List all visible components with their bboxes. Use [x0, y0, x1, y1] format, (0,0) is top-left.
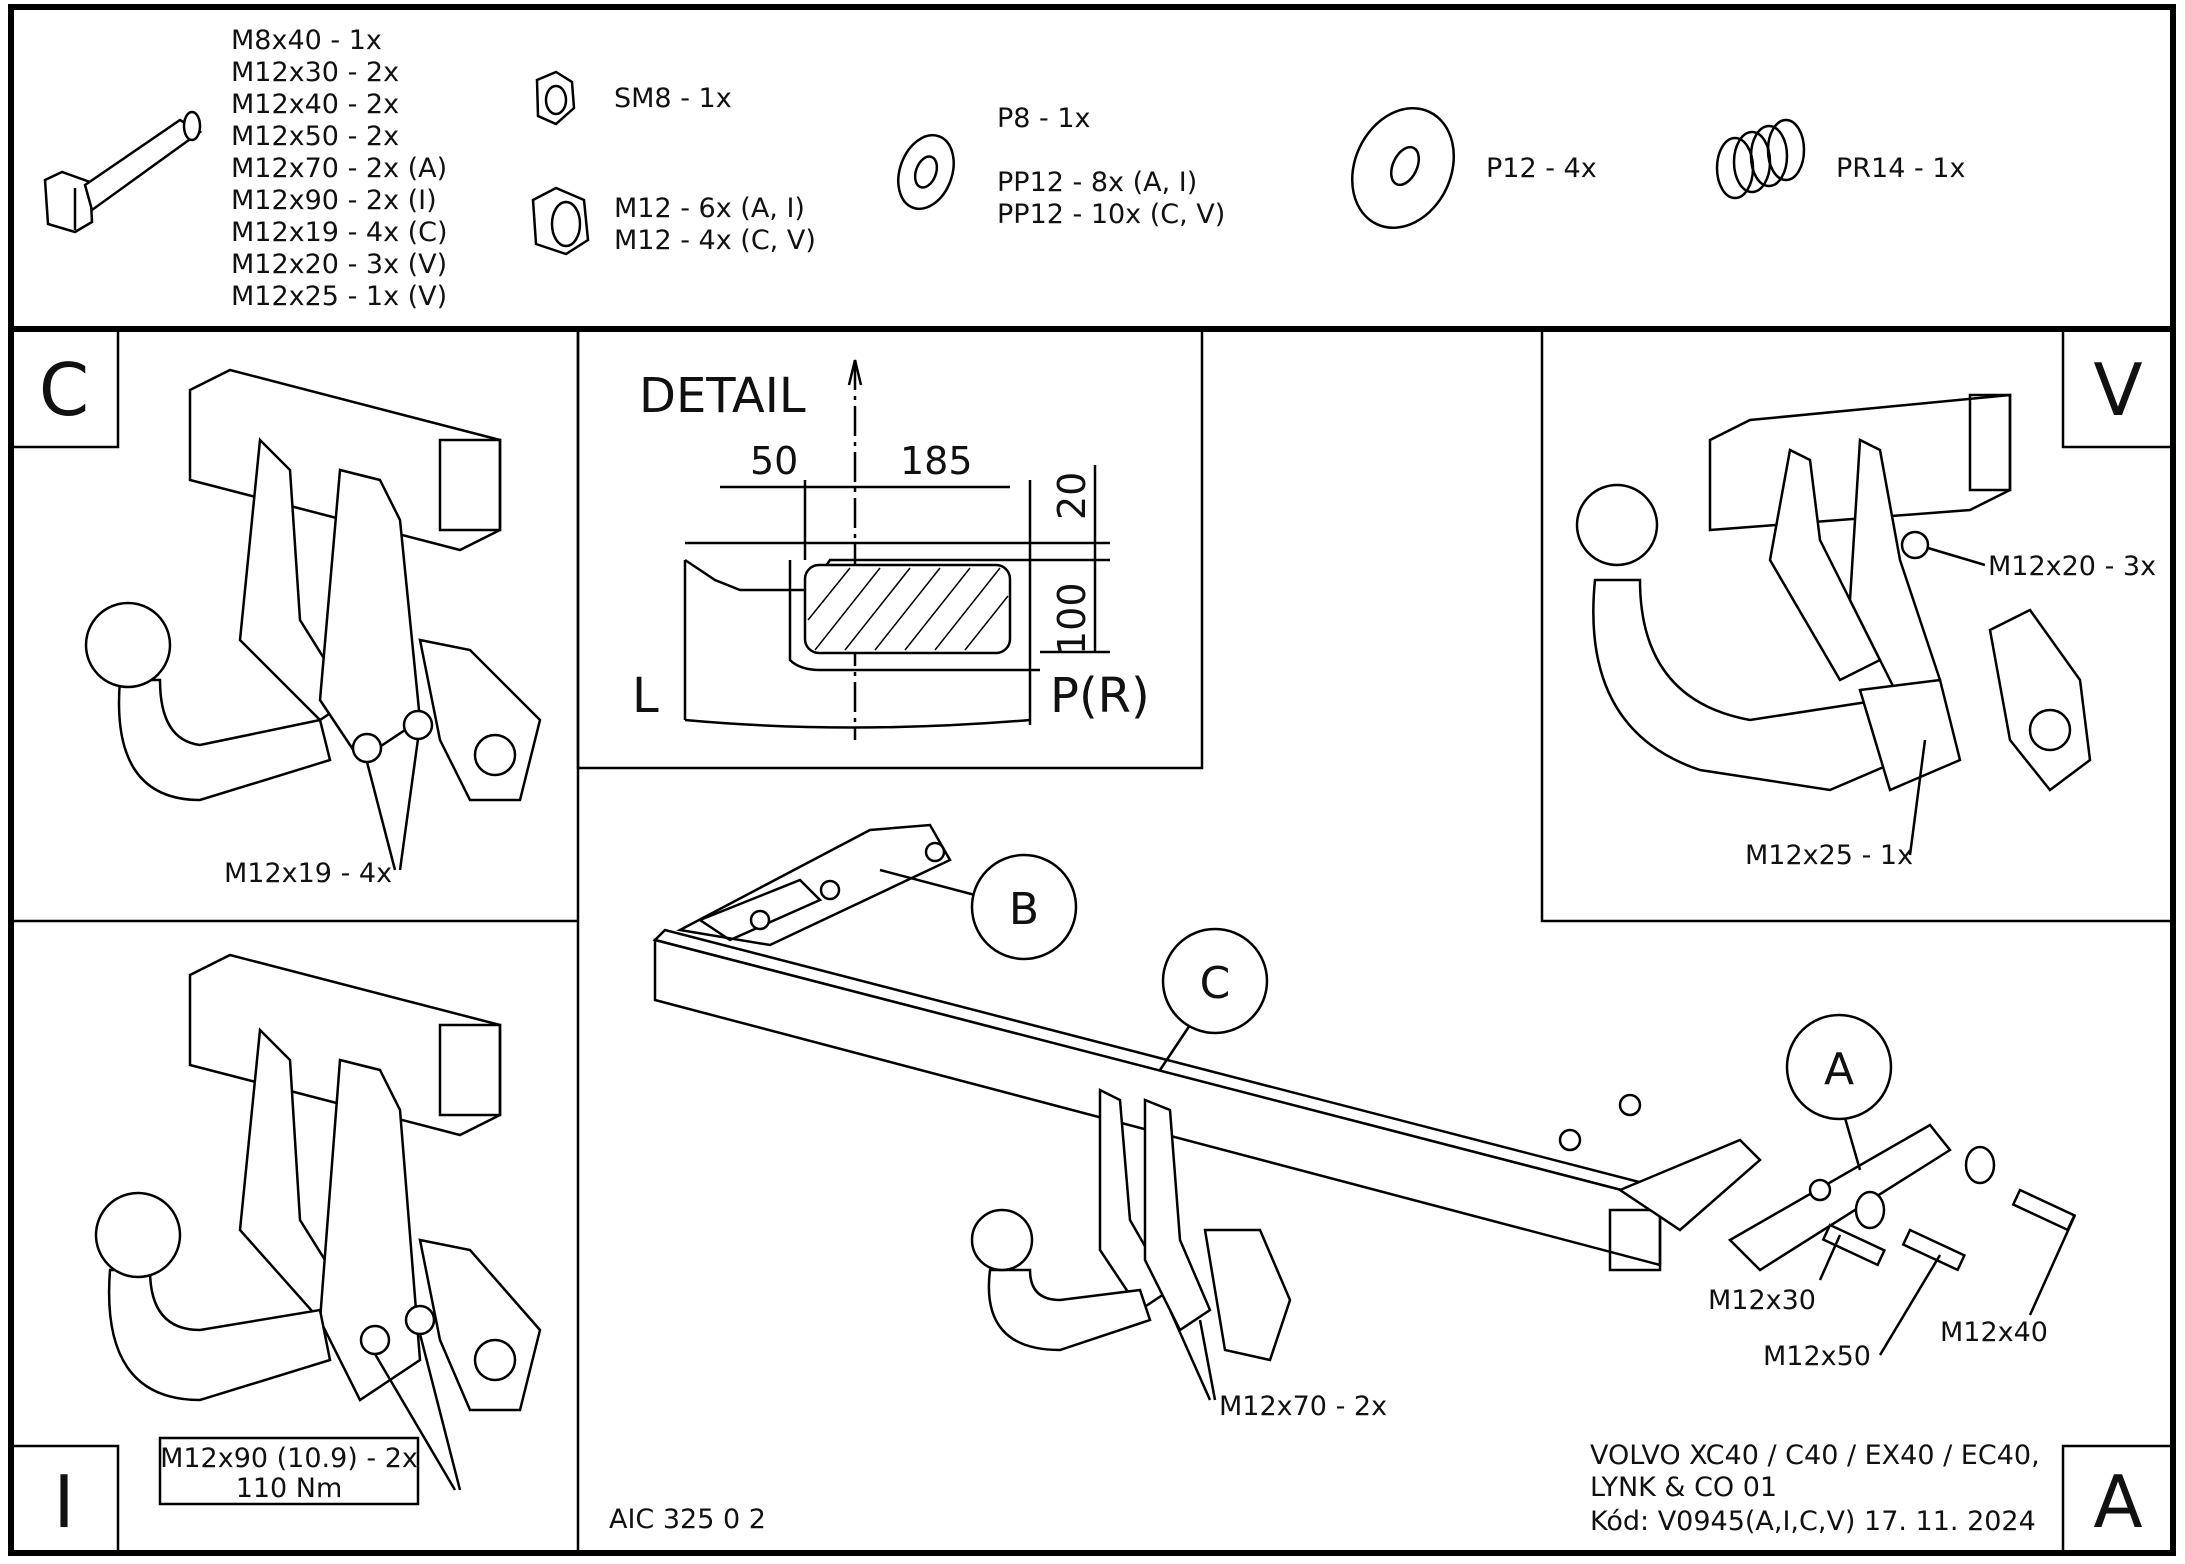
svg-text:Kód: V0945(A,I,C,V) 17. 11. 2: Kód: V0945(A,I,C,V) 17. 11. 2024: [1590, 1506, 2036, 1537]
side-right: P(R): [1050, 668, 1150, 724]
nut-label-c-v: M12 - 4x (C, V): [614, 225, 816, 256]
m12x40-label: M12x40: [1940, 1317, 2048, 1348]
svg-text:LYNK & CO 01: LYNK & CO 01: [1590, 1472, 1777, 1503]
svg-text:M8x40 - 1x: M8x40 - 1x: [231, 25, 382, 56]
dim-185: 185: [900, 439, 973, 483]
callout-c: C: [1158, 927, 1269, 1071]
svg-text:M12x30 - 2x: M12x30 - 2x: [231, 57, 399, 88]
m12x70-label: M12x70 - 2x: [1219, 1391, 1387, 1422]
c-bolt-label: M12x19 - 4x: [224, 858, 392, 889]
svg-text:M12x90 (10.9) - 2x: M12x90 (10.9) - 2x: [160, 1443, 418, 1474]
title-block: VOLVO XC40 / C40 / EX40 / EC40, LYNK & C…: [1590, 1440, 2040, 1537]
leader-m12x70-2: [1198, 1319, 1217, 1401]
v-bolt-label-1: M12x20 - 3x: [1988, 551, 2156, 582]
svg-text:M12x40 - 2x: M12x40 - 2x: [231, 89, 399, 120]
dim-100: 100: [1050, 582, 1094, 655]
p8-label: P8 - 1x: [997, 103, 1091, 134]
detail-title: DETAIL: [639, 368, 806, 424]
torque-spec-box: M12x90 (10.9) - 2x 110 Nm: [158, 1436, 420, 1506]
svg-text:M12x19 - 4x (C): M12x19 - 4x (C): [231, 217, 448, 248]
side-left: L: [632, 668, 659, 724]
svg-text:B: B: [1009, 884, 1039, 935]
pp12-label-c-v: PP12 - 10x (C, V): [997, 199, 1225, 230]
svg-text:110 Nm: 110 Nm: [236, 1473, 343, 1504]
leader-m12x40: [2028, 1214, 2077, 1316]
svg-text:C: C: [39, 348, 89, 432]
callout-b: B: [879, 853, 1078, 961]
detail-box: [576, 327, 1204, 770]
svg-text:A: A: [2093, 1460, 2142, 1544]
pp12-label-a-i: PP12 - 8x (A, I): [997, 167, 1197, 198]
pr14-label: PR14 - 1x: [1836, 153, 1965, 184]
variant-i-hitch-drawing: [94, 953, 542, 1491]
svg-text:A: A: [1824, 1044, 1854, 1095]
variant-c-hitch-drawing: [84, 368, 542, 871]
hex-nut-icon: [531, 186, 590, 256]
bolt-list: M8x40 - 1x M12x30 - 2x M12x40 - 2x M12x5…: [231, 25, 448, 312]
svg-text:C: C: [1200, 958, 1231, 1009]
svg-text:I: I: [53, 1460, 74, 1544]
leader-m12x30: [1818, 1234, 1842, 1281]
sm8-label: SM8 - 1x: [614, 83, 732, 114]
svg-text:M12x90 - 2x (I): M12x90 - 2x (I): [231, 185, 437, 216]
svg-text:M12x50 - 2x: M12x50 - 2x: [231, 121, 399, 152]
m12x30-label: M12x30: [1708, 1285, 1816, 1316]
svg-text:VOLVO XC40 / C40 / EX40 / EC40: VOLVO XC40 / C40 / EX40 / EC40,: [1590, 1440, 2040, 1471]
svg-text:V: V: [2093, 348, 2142, 432]
letter-box-c: C: [9, 327, 120, 449]
variant-v-box: [1540, 327, 2175, 923]
nut-label-a-i: M12 - 6x (A, I): [614, 193, 805, 224]
drawing-number: AIC 325 0 2: [609, 1504, 766, 1535]
letter-box-v: V: [2061, 327, 2175, 449]
letter-box-a: A: [2061, 1444, 2175, 1555]
p12-label: P12 - 4x: [1486, 153, 1597, 184]
variant-v-hitch-drawing: [1575, 393, 2092, 856]
svg-text:M12x25 - 1x (V): M12x25 - 1x (V): [231, 281, 447, 312]
svg-text:M12x70 - 2x (A): M12x70 - 2x (A): [231, 153, 447, 184]
lock-nut-icon: [535, 70, 576, 126]
callout-a: A: [1785, 1013, 1893, 1171]
dim-20: 20: [1050, 472, 1094, 520]
washer-icon: [897, 133, 955, 211]
leader-m12x70-1: [1168, 1309, 1212, 1401]
m12x50-label: M12x50: [1763, 1341, 1871, 1372]
bolt-icon: [43, 110, 203, 234]
svg-text:M12x20 - 3x (V): M12x20 - 3x (V): [231, 249, 447, 280]
spring-washer-icon: [1715, 118, 1806, 200]
dim-50: 50: [750, 439, 798, 483]
letter-box-i: I: [9, 1444, 120, 1555]
leader-m12x50: [1878, 1254, 1942, 1356]
detail-section: DETAIL 50 185 20 100 L P(R): [632, 359, 1150, 740]
large-washer-icon: [1350, 107, 1456, 229]
v-bolt-label-2: M12x25 - 1x: [1745, 840, 1913, 871]
